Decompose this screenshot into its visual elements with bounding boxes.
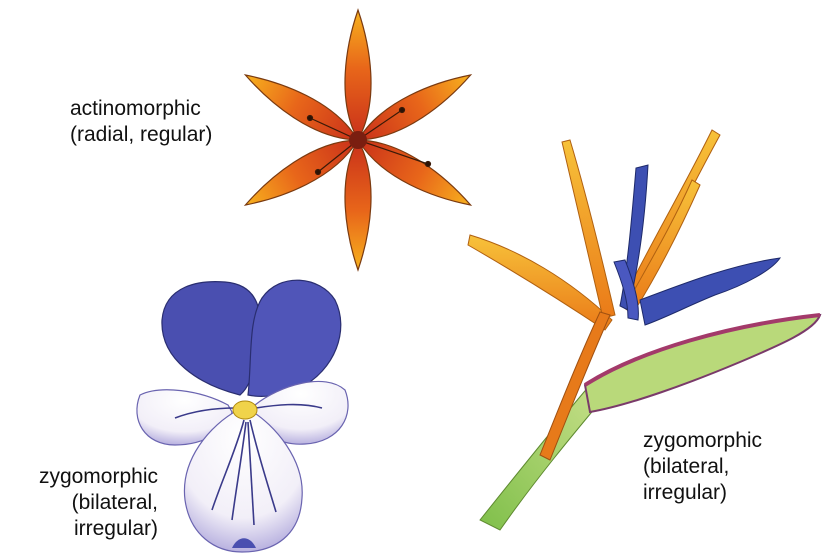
label-zygomorphic-pansy: zygomorphic (bilateral, irregular)	[8, 464, 158, 542]
bird-sheath	[585, 315, 820, 412]
lily-petal	[345, 10, 371, 140]
lily-petal	[345, 140, 371, 270]
label-zygomorphic-bird-of-paradise: zygomorphic (bilateral, irregular)	[643, 428, 762, 506]
label-zygomorphic-pansy-line2: (bilateral,	[8, 490, 158, 516]
lily-center	[349, 131, 367, 149]
label-actinomorphic-line2: (radial, regular)	[70, 122, 212, 148]
lily-flower	[239, 10, 477, 270]
pansy-flower	[137, 280, 348, 552]
label-zygomorphic-bird-line2: (bilateral,	[643, 454, 762, 480]
pansy-center	[233, 401, 257, 419]
pansy-upper-petal-right	[248, 280, 341, 396]
label-zygomorphic-pansy-line1: zygomorphic	[8, 464, 158, 490]
bird-blue-petal	[640, 258, 780, 325]
label-zygomorphic-bird-line1: zygomorphic	[643, 428, 762, 454]
label-zygomorphic-pansy-line3: irregular)	[8, 516, 158, 542]
bird-stem	[480, 385, 606, 530]
label-actinomorphic: actinomorphic (radial, regular)	[70, 96, 212, 148]
label-actinomorphic-line1: actinomorphic	[70, 96, 212, 122]
pansy-upper-petal-left	[162, 282, 260, 395]
label-zygomorphic-bird-line3: irregular)	[643, 480, 762, 506]
